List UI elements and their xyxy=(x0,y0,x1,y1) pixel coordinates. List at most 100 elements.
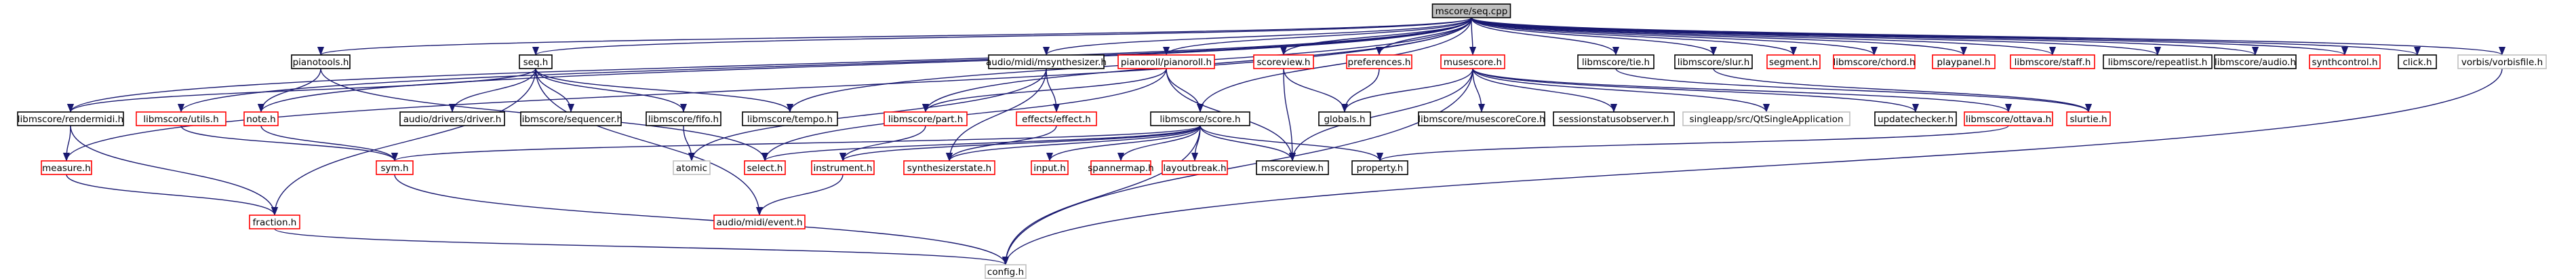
edge-vorbis-to-config xyxy=(1002,68,2503,265)
node-label-driver: audio/drivers/driver.h xyxy=(403,114,502,125)
node-pianoroll[interactable]: pianoroll/pianoroll.h xyxy=(1117,54,1215,69)
node-staff[interactable]: libmscore/staff.h xyxy=(2010,54,2095,69)
node-box-vorbis xyxy=(2457,54,2547,69)
edge-musescore-to-qtsingle xyxy=(1472,68,1770,113)
node-box-ottava xyxy=(1964,111,2053,126)
node-repeatlist[interactable]: libmscore/repeatlist.h xyxy=(2103,54,2213,69)
node-segment[interactable]: segment.h xyxy=(1766,54,1821,69)
node-ottava[interactable]: libmscore/ottava.h xyxy=(1964,111,2053,126)
node-seq[interactable]: seq.h xyxy=(519,54,553,69)
edge-fifo-to-atomic xyxy=(683,125,696,162)
node-fifo[interactable]: libmscore/fifo.h xyxy=(646,111,721,126)
node-box-musescoreCore xyxy=(1418,111,1545,126)
node-updatechecker[interactable]: updatechecker.h xyxy=(1874,111,1957,126)
edge-seq-to-tempo xyxy=(535,68,793,113)
node-layoutbreak[interactable]: layoutbreak.h xyxy=(1162,160,1228,175)
node-box-layoutbreak xyxy=(1162,160,1228,175)
node-msynth[interactable]: audio/midi/msynthesizer.h xyxy=(986,54,1107,69)
node-score[interactable]: libmscore/score.h xyxy=(1150,111,1250,126)
node-label-score: libmscore/score.h xyxy=(1160,114,1240,125)
node-box-fifo xyxy=(646,111,721,126)
node-synthstate[interactable]: synthesizerstate.h xyxy=(903,160,995,175)
edge-score-to-synthstate xyxy=(946,125,1201,162)
node-config[interactable]: config.h xyxy=(985,264,1027,279)
edge-root-to-chord xyxy=(1471,17,1878,56)
node-label-musescoreCore: libmscore/musescoreCore.h xyxy=(1418,114,1545,125)
node-box-sessionstatus xyxy=(1553,111,1675,126)
node-label-updatechecker: updatechecker.h xyxy=(1878,114,1954,125)
edge-musescore-to-config xyxy=(1002,68,1473,265)
node-slur[interactable]: libmscore/slur.h xyxy=(1674,54,1753,69)
node-scoreview[interactable]: scoreview.h xyxy=(1253,54,1314,69)
node-label-part: libmscore/part.h xyxy=(888,114,964,125)
node-box-spannermap xyxy=(1090,160,1151,175)
node-pianotools[interactable]: pianotools.h xyxy=(291,54,351,69)
node-synthcontrol[interactable]: synthcontrol.h xyxy=(2309,54,2381,69)
node-event[interactable]: audio/midi/event.h xyxy=(713,215,806,229)
edge-musescore-to-musescoreCore xyxy=(1472,68,1486,113)
node-instrument[interactable]: instrument.h xyxy=(811,160,875,175)
node-label-rendermidi: libmscore/rendermidi.h xyxy=(18,114,123,125)
node-musescore[interactable]: musescore.h xyxy=(1440,54,1505,69)
node-part[interactable]: libmscore/part.h xyxy=(884,111,968,126)
node-root[interactable]: mscore/seq.cpp xyxy=(1431,3,1511,18)
edge-musescore-to-mscoreview xyxy=(1289,68,1473,162)
node-label-tie: libmscore/tie.h xyxy=(1582,57,1650,68)
node-driver[interactable]: audio/drivers/driver.h xyxy=(399,111,505,126)
node-musescoreCore[interactable]: libmscore/musescoreCore.h xyxy=(1418,111,1545,126)
node-sequencer[interactable]: libmscore/sequencer.h xyxy=(519,111,622,126)
node-spannermap[interactable]: spannermap.h xyxy=(1088,160,1154,175)
node-label-note: note.h xyxy=(246,114,275,125)
node-label-ottava: libmscore/ottava.h xyxy=(1966,114,2051,125)
node-label-pianotools: pianotools.h xyxy=(293,57,349,68)
node-audio[interactable]: libmscore/audio.h xyxy=(2214,54,2297,69)
node-utils[interactable]: libmscore/utils.h xyxy=(136,111,226,126)
node-label-layoutbreak: layoutbreak.h xyxy=(1163,163,1226,174)
edge-effect-to-synthstate xyxy=(946,125,1057,162)
node-sym[interactable]: sym.h xyxy=(376,160,414,175)
node-tie[interactable]: libmscore/tie.h xyxy=(1577,54,1654,69)
node-tempo[interactable]: libmscore/tempo.h xyxy=(742,111,838,126)
node-preferences[interactable]: preferences.h xyxy=(1346,54,1412,69)
node-label-playpanel: playpanel.h xyxy=(1937,57,1991,68)
node-globals[interactable]: globals.h xyxy=(1318,111,1371,126)
edge-root-to-synthcontrol xyxy=(1471,17,2348,56)
node-select[interactable]: select.h xyxy=(744,160,786,175)
node-chord[interactable]: libmscore/chord.h xyxy=(1833,54,1916,69)
edge-tie-to-slurtie xyxy=(1615,68,2092,113)
node-playpanel[interactable]: playpanel.h xyxy=(1932,54,1996,69)
node-measure[interactable]: measure.h xyxy=(41,160,92,175)
node-box-musescore xyxy=(1440,54,1505,69)
node-note[interactable]: note.h xyxy=(243,111,279,126)
edge-root-to-vorbis xyxy=(1471,17,2505,56)
node-slurtie[interactable]: slurtie.h xyxy=(2066,111,2111,126)
node-sessionstatus[interactable]: sessionstatusobserver.h xyxy=(1553,111,1675,126)
edge-root-to-click xyxy=(1471,17,2421,56)
node-rendermidi[interactable]: libmscore/rendermidi.h xyxy=(17,111,124,126)
edge-msynth-to-atomic xyxy=(688,68,1047,162)
node-atomic[interactable]: atomic xyxy=(673,160,711,175)
node-qtsingle[interactable]: singleapp/src/QtSingleApplication xyxy=(1682,111,1850,126)
node-box-effect xyxy=(1016,111,1097,126)
node-vorbis[interactable]: vorbis/vorbisfile.h xyxy=(2457,54,2547,69)
node-box-msynth xyxy=(988,54,1105,69)
node-box-property xyxy=(1351,160,1408,175)
node-box-scoreview xyxy=(1253,54,1314,69)
node-effect[interactable]: effects/effect.h xyxy=(1016,111,1097,126)
node-click[interactable]: click.h xyxy=(2398,54,2437,69)
node-box-synthcontrol xyxy=(2309,54,2381,69)
edge-musescore-to-sessionstatus xyxy=(1472,68,1617,113)
edge-rendermidi-to-fraction xyxy=(70,125,278,216)
node-mscoreview[interactable]: mscoreview.h xyxy=(1256,160,1329,175)
node-box-fraction xyxy=(249,215,300,229)
node-label-synthstate: synthesizerstate.h xyxy=(907,163,992,174)
node-input[interactable]: input.h xyxy=(1031,160,1069,175)
node-property[interactable]: property.h xyxy=(1351,160,1408,175)
node-box-atomic xyxy=(673,160,711,175)
node-box-sym xyxy=(376,160,414,175)
node-label-property: property.h xyxy=(1357,163,1404,174)
node-label-repeatlist: libmscore/repeatlist.h xyxy=(2108,57,2208,68)
node-box-tempo xyxy=(742,111,838,126)
node-fraction[interactable]: fraction.h xyxy=(249,215,300,229)
